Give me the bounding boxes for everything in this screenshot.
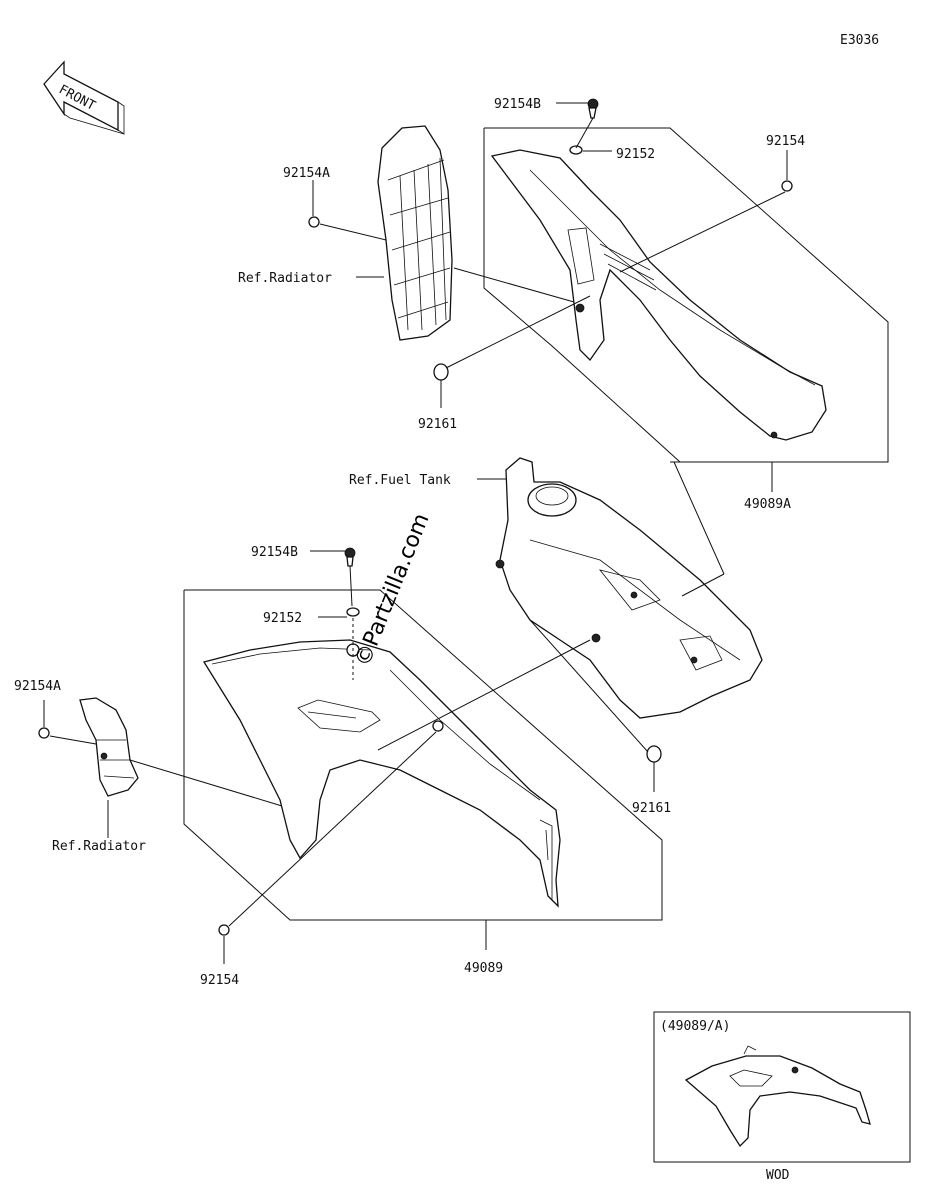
screw-92154A-top xyxy=(308,216,320,228)
leader-tank-frame-2 xyxy=(681,573,725,597)
screw-92154-bottom xyxy=(218,924,230,936)
callout-49089A: 49089A xyxy=(744,497,791,512)
bolt-92154B-mid-shank xyxy=(346,556,354,567)
callout-92161-right: 92161 xyxy=(632,801,671,816)
callout-92154A-left: 92154A xyxy=(14,679,61,694)
leaders-top xyxy=(312,102,889,492)
radiator-grille-top xyxy=(377,125,453,341)
callout-92152-mid: 92152 xyxy=(263,611,302,626)
inset-title: (49089/A) xyxy=(660,1019,730,1034)
radiator-shroud-49089A xyxy=(490,149,827,441)
leaders-bottom xyxy=(43,550,663,964)
leader-tank-frame xyxy=(673,461,725,575)
callout-92154-bottom: 92154 xyxy=(200,973,239,988)
screw-92154A-left xyxy=(38,727,50,739)
callout-92154B-top: 92154B xyxy=(494,97,541,112)
screw-92154-top xyxy=(781,180,793,192)
callout-92154A-top: 92154A xyxy=(283,166,330,181)
grommet-92161-right xyxy=(646,745,662,763)
fuel-tank xyxy=(495,457,763,719)
inset-panel: (49089/A) WOD xyxy=(653,1011,911,1183)
inset-caption: WOD xyxy=(766,1168,790,1183)
diagram-code: E3036 xyxy=(840,33,879,48)
callout-92161-top: 92161 xyxy=(418,417,457,432)
washer-92152-mid xyxy=(346,607,360,617)
grommet-92161-top xyxy=(433,363,449,381)
callout-92154B-mid: 92154B xyxy=(251,545,298,560)
bolt-92154B-top-shank xyxy=(588,107,597,119)
callout-92152-top: 92152 xyxy=(616,147,655,162)
callout-49089: 49089 xyxy=(464,961,503,976)
washer-92152-top xyxy=(569,145,583,155)
callout-ref-radiator-bottom: Ref.Radiator xyxy=(52,839,146,854)
front-arrow-icon: FRONT xyxy=(43,60,125,135)
radiator-shroud-49089 xyxy=(202,639,561,908)
callout-92154-top: 92154 xyxy=(766,134,805,149)
radiator-grille-bottom xyxy=(79,697,139,797)
callout-ref-radiator-top: Ref.Radiator xyxy=(238,271,332,286)
callout-ref-fuel-tank: Ref.Fuel Tank xyxy=(349,473,451,488)
